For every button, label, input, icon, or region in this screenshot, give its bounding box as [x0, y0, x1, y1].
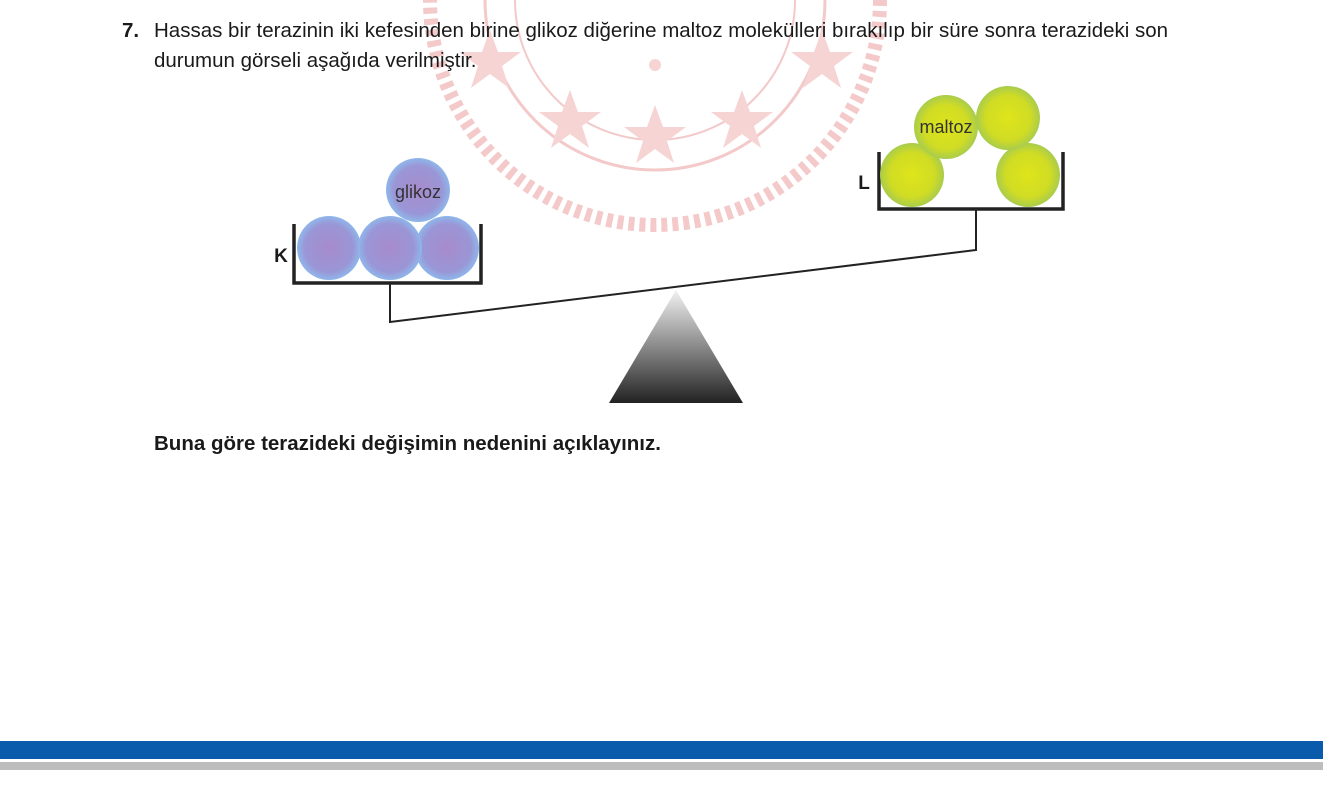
watermark-seal — [423, 0, 887, 232]
pan-label-l: L — [858, 173, 870, 194]
question-number: 7. — [122, 19, 140, 42]
pan-label-k: K — [274, 246, 288, 267]
right-pan: maltoz L — [858, 86, 1065, 211]
left-pan: glikoz K — [274, 158, 483, 285]
glikoz-molecules — [297, 158, 479, 280]
balance-figure: glikoz K maltoz L — [274, 86, 1065, 403]
glikoz-label: glikoz — [395, 182, 441, 202]
question: 7. Hassas bir terazinin iki kefesinden b… — [122, 16, 1232, 76]
footer-blue-bar — [0, 741, 1323, 759]
instruction-text: Buna göre terazideki değişimin nedenini … — [154, 432, 661, 455]
watermark-stars — [459, 30, 853, 163]
footer-grey-bar — [0, 762, 1323, 770]
question-text: Hassas bir terazinin iki kefesinden biri… — [154, 19, 1169, 72]
fulcrum-triangle — [609, 290, 743, 403]
balance-beam — [389, 210, 977, 324]
maltoz-label: maltoz — [919, 117, 972, 137]
maltoz-molecules — [880, 86, 1060, 207]
